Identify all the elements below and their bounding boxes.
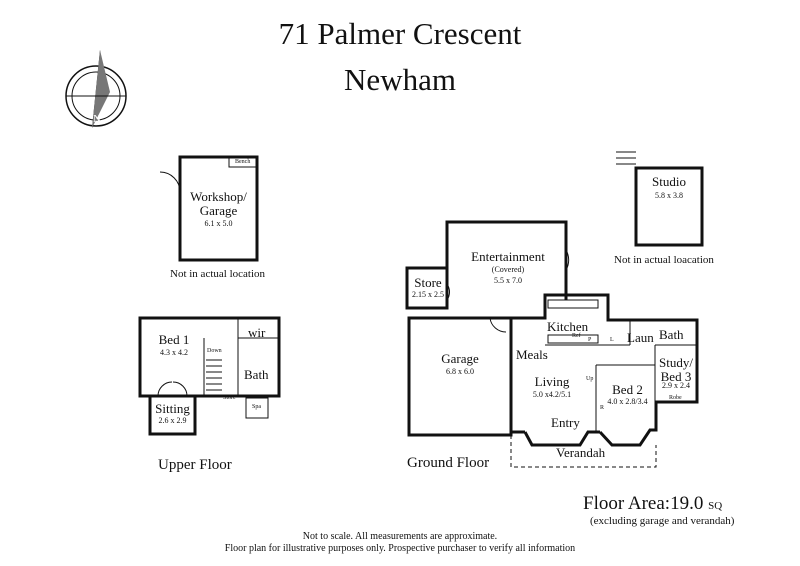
studio-location-note: Not in actual loacation [614, 254, 714, 266]
workshop-location-note: Not in actual location [170, 268, 265, 280]
garage-label: Garage [441, 351, 479, 366]
footer-scale-note: Not to scale. All measurements are appro… [302, 531, 498, 542]
robe-label: Robe [669, 395, 682, 401]
wir-label: wir [248, 325, 266, 340]
entertainment-label: Entertainment [471, 249, 545, 264]
garage-dims: 6.8 x 6.0 [446, 367, 474, 376]
entertainment-sub: (Covered) [491, 265, 525, 274]
kitchen-label: Kitchen [547, 319, 589, 334]
workshop-label: Workshop/ Garage [190, 189, 247, 218]
entry-label: Entry [551, 415, 580, 430]
laun-label: Laun [627, 330, 654, 345]
meals-label: Meals [516, 347, 548, 362]
bed2-label: Bed 2 [612, 382, 643, 397]
bed1-dims: 4.3 x 4.2 [160, 348, 188, 357]
living-dims: 5.0 x4.2/5.1 [532, 390, 572, 399]
store-label: Store [414, 275, 442, 290]
upper-store-label: Store [223, 395, 236, 401]
sitting-outline [148, 394, 197, 436]
ground-bath-label: Bath [659, 327, 684, 342]
upper-floor-label: Upper Floor [158, 457, 232, 473]
workshop-dims: 6.1 x 5.0 [204, 219, 233, 228]
upper-outline [138, 316, 281, 398]
store-dims: 2.15 x 2.5 [412, 290, 444, 299]
upper-bath-label: Bath [244, 367, 269, 382]
entertainment-dims: 5.5 x 7.0 [494, 276, 522, 285]
linen-label: L [610, 337, 614, 343]
sitting-label: Sitting [155, 401, 190, 416]
studio-dims: 5.8 x 3.8 [655, 191, 683, 200]
floor-area-note: (excluding garage and verandah) [590, 515, 735, 527]
verandah-label: Verandah [556, 445, 606, 460]
compass-letter: N [93, 113, 101, 125]
floor-area: Floor Area:19.0 SQ [583, 493, 722, 515]
suburb-title: Newham [344, 62, 456, 97]
address-title: 71 Palmer Crescent [278, 16, 522, 51]
living-label: Living [534, 374, 570, 389]
study-dims: 2.9 x 2.4 [662, 381, 690, 390]
down-label: Down [207, 348, 222, 354]
bed1-label: Bed 1 [158, 332, 190, 347]
r-label: R [600, 405, 605, 411]
bed2-dims: 4.0 x 2.8/3.4 [607, 397, 648, 406]
workshop-outline [178, 155, 259, 262]
floor-area-value: Floor Area:19.0 [583, 493, 704, 514]
sitting-dims: 2.6 x 2.9 [158, 416, 187, 425]
compass-rose-icon: N [65, 50, 127, 128]
studio-outline [634, 166, 704, 247]
ground-floor-label: Ground Floor [407, 455, 490, 471]
ref-label: Ref [572, 333, 581, 339]
pantry-label: P [588, 337, 592, 343]
up-label: Up [586, 376, 594, 382]
study-label: Study/ Bed 3 [659, 355, 693, 384]
floor-area-unit: SQ [708, 500, 723, 512]
spa-label: Spa [252, 404, 261, 410]
bench-label: Bench [235, 159, 251, 165]
footer-disclaimer: Floor plan for illustrative purposes onl… [224, 543, 576, 554]
studio-label: Studio [652, 174, 686, 189]
